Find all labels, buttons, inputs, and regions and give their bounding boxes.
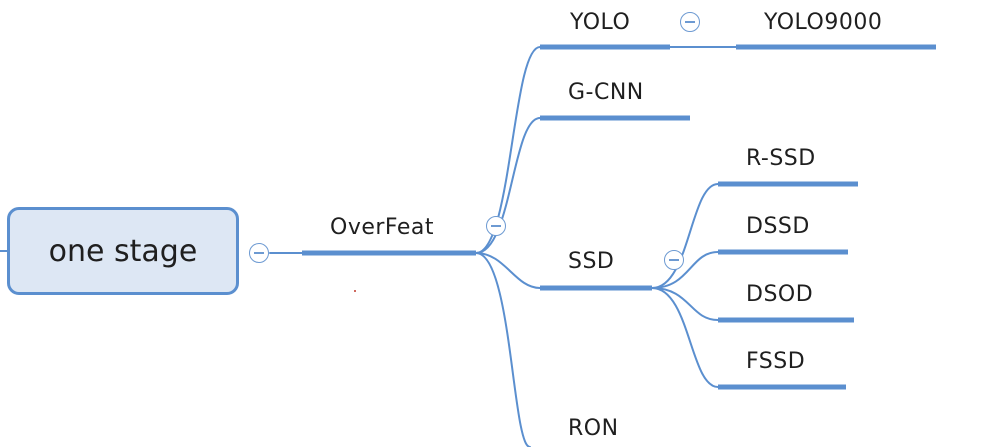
node-dsod[interactable]: DSOD xyxy=(746,282,814,307)
root-node[interactable]: one stage xyxy=(7,207,239,295)
node-overfeat[interactable]: OverFeat xyxy=(330,215,435,240)
node-ssd[interactable]: SSD xyxy=(568,249,615,274)
node-gcnn[interactable]: G-CNN xyxy=(568,80,644,105)
node-yolo9000[interactable]: YOLO9000 xyxy=(764,10,883,35)
connector-ssd-rssd xyxy=(651,183,719,289)
node-fssd[interactable]: FSSD xyxy=(746,349,806,374)
collapse-ssd-icon[interactable] xyxy=(664,250,684,270)
connector-ssd-dsod xyxy=(651,287,719,321)
incoming-edge-stub xyxy=(0,250,7,252)
connector-overfeat-ssd xyxy=(475,252,541,289)
collapse-root-icon[interactable] xyxy=(249,243,269,263)
connector-overfeat-ron xyxy=(475,252,531,447)
collapse-yolo-icon[interactable] xyxy=(680,12,700,32)
connector-ssd-dssd xyxy=(651,251,719,289)
cursor-speck xyxy=(354,290,356,292)
node-ron[interactable]: RON xyxy=(568,416,619,441)
node-yolo[interactable]: YOLO xyxy=(570,10,631,35)
collapse-overfeat-icon[interactable] xyxy=(486,216,506,236)
node-rssd[interactable]: R-SSD xyxy=(746,146,816,171)
connector-overfeat-gcnn xyxy=(475,117,541,254)
root-node-label: one stage xyxy=(48,233,198,269)
connector-ssd-fssd xyxy=(651,287,719,388)
connector-overfeat-yolo xyxy=(475,46,541,254)
node-dssd[interactable]: DSSD xyxy=(746,214,810,239)
